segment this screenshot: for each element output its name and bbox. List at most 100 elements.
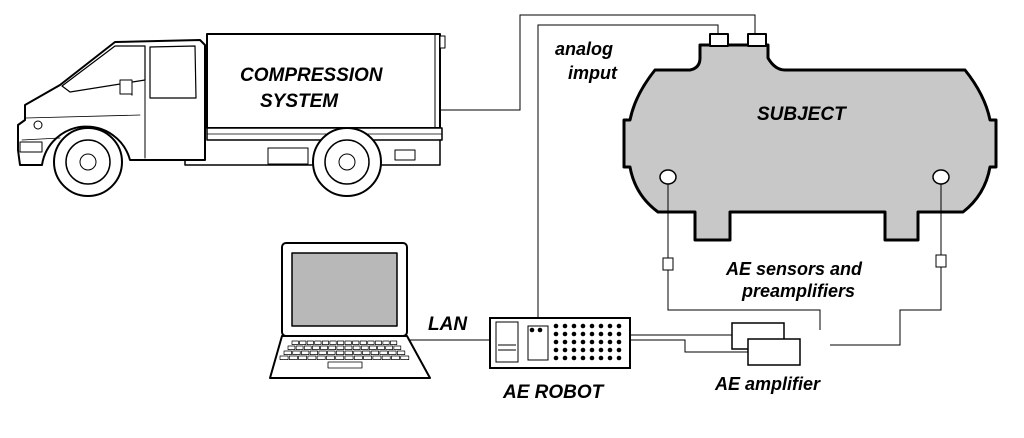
keyboard-key [291, 340, 299, 345]
compression-system-label-1: COMPRESSION [240, 65, 384, 86]
connector-dot [598, 323, 604, 329]
keyboard-key [369, 345, 377, 350]
connector-dot [589, 339, 595, 345]
keyboard-key [309, 350, 319, 355]
keyboard-key [329, 340, 337, 345]
truck-drawing [17, 33, 446, 197]
connector-dot [607, 347, 613, 353]
keyboard-key [382, 340, 390, 345]
connector-dot [580, 339, 586, 345]
laptop-drawing [269, 242, 431, 379]
analog-input-label-1: analog [555, 39, 613, 59]
connector-dot [598, 339, 604, 345]
keyboard-key [344, 355, 354, 360]
amplifier-unit-2 [747, 338, 801, 366]
ae-amplifier-label: AE amplifier [714, 374, 821, 394]
keyboard-key [344, 350, 353, 355]
keyboard-key [318, 350, 327, 355]
keyboard-key [363, 355, 373, 360]
keyboard-key [306, 340, 314, 345]
keyboard-key [312, 345, 320, 350]
connector-dot [553, 339, 559, 345]
connector-dot [607, 339, 613, 345]
keyboard-key [307, 355, 317, 360]
keyboard-key [287, 345, 296, 350]
connector-dot [580, 323, 586, 329]
keyboard-key [379, 350, 388, 355]
connector-dot [553, 355, 559, 361]
keyboard-key [370, 350, 380, 355]
keyboard-key [316, 355, 326, 360]
keyboard-key [279, 355, 289, 360]
labels: COMPRESSION SYSTEM analog imput SUBJECT … [240, 39, 863, 403]
keyboard-key [283, 350, 292, 355]
connector-dot [616, 323, 622, 329]
keyboard-key [362, 350, 371, 355]
keyboard-key [327, 350, 336, 355]
keyboard-key [298, 355, 308, 360]
keyboard-key [326, 355, 335, 360]
connector-dot [571, 323, 577, 329]
keyboard-key [374, 340, 383, 345]
subject-label: SUBJECT [757, 104, 847, 125]
cables [405, 14, 947, 353]
keyboard-key [353, 355, 363, 360]
keyboard-key [320, 345, 328, 350]
keyboard-key [377, 345, 385, 350]
ae-robot-device [489, 317, 631, 369]
connector-dot [553, 323, 559, 329]
robot-connectors [529, 323, 622, 361]
connector-dot [616, 339, 622, 345]
connector-dot [580, 331, 586, 337]
connector-dot [571, 339, 577, 345]
keyboard-key [335, 350, 345, 355]
connector-dot [607, 323, 613, 329]
keyboard-key [303, 345, 312, 350]
keyboard-key [336, 345, 345, 350]
connector-dot [580, 355, 586, 361]
subject-tank [622, 33, 998, 242]
keyboard-key [314, 340, 322, 345]
tank-nozzle-right [747, 33, 767, 47]
keyboard-key [360, 345, 369, 350]
keyboard-key [393, 345, 402, 350]
keyboard-key [335, 355, 345, 360]
connector-dot [580, 347, 586, 353]
keyboard-key [391, 355, 400, 360]
keyboard-key [344, 345, 353, 350]
connector-dot [589, 355, 595, 361]
keyboard-key [352, 340, 360, 345]
keyboard-key [328, 345, 337, 350]
connector-dot [571, 355, 577, 361]
connector-dot [616, 331, 622, 337]
connector-dot [562, 331, 568, 337]
keyboard-key [352, 345, 361, 350]
keyboard-key [400, 355, 410, 360]
connector-dot [616, 347, 622, 353]
ae-amplifier-device [731, 322, 801, 366]
keyboard-key [353, 350, 362, 355]
keyboard-key [337, 340, 345, 345]
keyboard-key [288, 355, 298, 360]
connector-dot [529, 327, 535, 333]
connector-dot [562, 355, 568, 361]
keyboard-key [301, 350, 310, 355]
tank-nozzle-left [709, 33, 729, 47]
connector-dot [607, 331, 613, 337]
keyboard-key [292, 350, 301, 355]
sensor-left [659, 169, 677, 185]
connector-dot [598, 347, 604, 353]
keyboard-key [321, 340, 330, 345]
connector-dot [607, 355, 613, 361]
cargo-box [206, 33, 441, 129]
compression-system-label-2: SYSTEM [260, 91, 339, 112]
connector-dot [553, 347, 559, 353]
connector-dot [598, 331, 604, 337]
keyboard-key [299, 340, 307, 345]
keyboard-key [372, 355, 382, 360]
connector-dot [562, 339, 568, 345]
keyboard-key [388, 350, 397, 355]
laptop-screen [291, 252, 398, 327]
